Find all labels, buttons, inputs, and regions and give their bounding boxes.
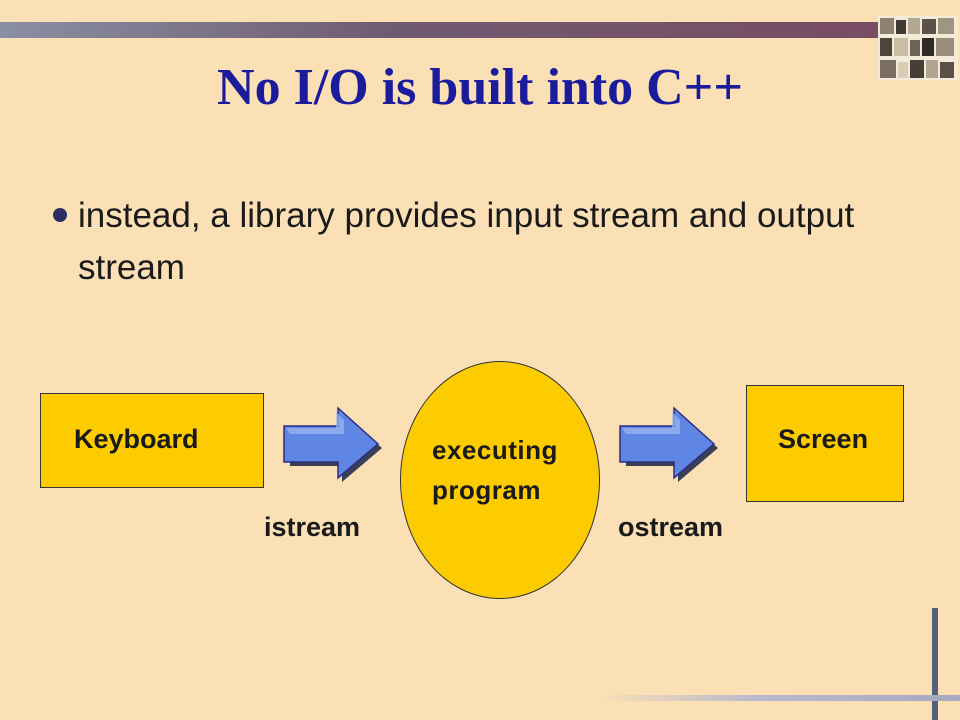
executing-program-label: executing program bbox=[432, 430, 602, 510]
screen-box bbox=[746, 385, 904, 502]
decorative-horizontal-line bbox=[596, 695, 960, 701]
bullet-dot-icon bbox=[53, 208, 67, 222]
keyboard-label: Keyboard bbox=[74, 424, 199, 454]
program-label-line2: program bbox=[432, 475, 541, 505]
slide-title: No I/O is built into C++ bbox=[217, 59, 743, 116]
program-label-line1: executing bbox=[432, 435, 558, 465]
keyboard-box bbox=[40, 393, 264, 488]
ostream-label: ostream bbox=[618, 512, 724, 542]
decorative-vertical-line bbox=[932, 608, 938, 720]
ostream-arrow-icon bbox=[619, 406, 718, 482]
screen-label: Screen bbox=[778, 424, 869, 454]
istream-label: istream bbox=[264, 512, 361, 542]
istream-arrow-icon bbox=[283, 406, 382, 482]
decorative-photo-strip bbox=[878, 16, 958, 80]
bullet-text: instead, a library provides input stream… bbox=[78, 196, 855, 287]
executing-program-ellipse bbox=[400, 361, 600, 599]
decorative-top-bar bbox=[0, 22, 878, 38]
